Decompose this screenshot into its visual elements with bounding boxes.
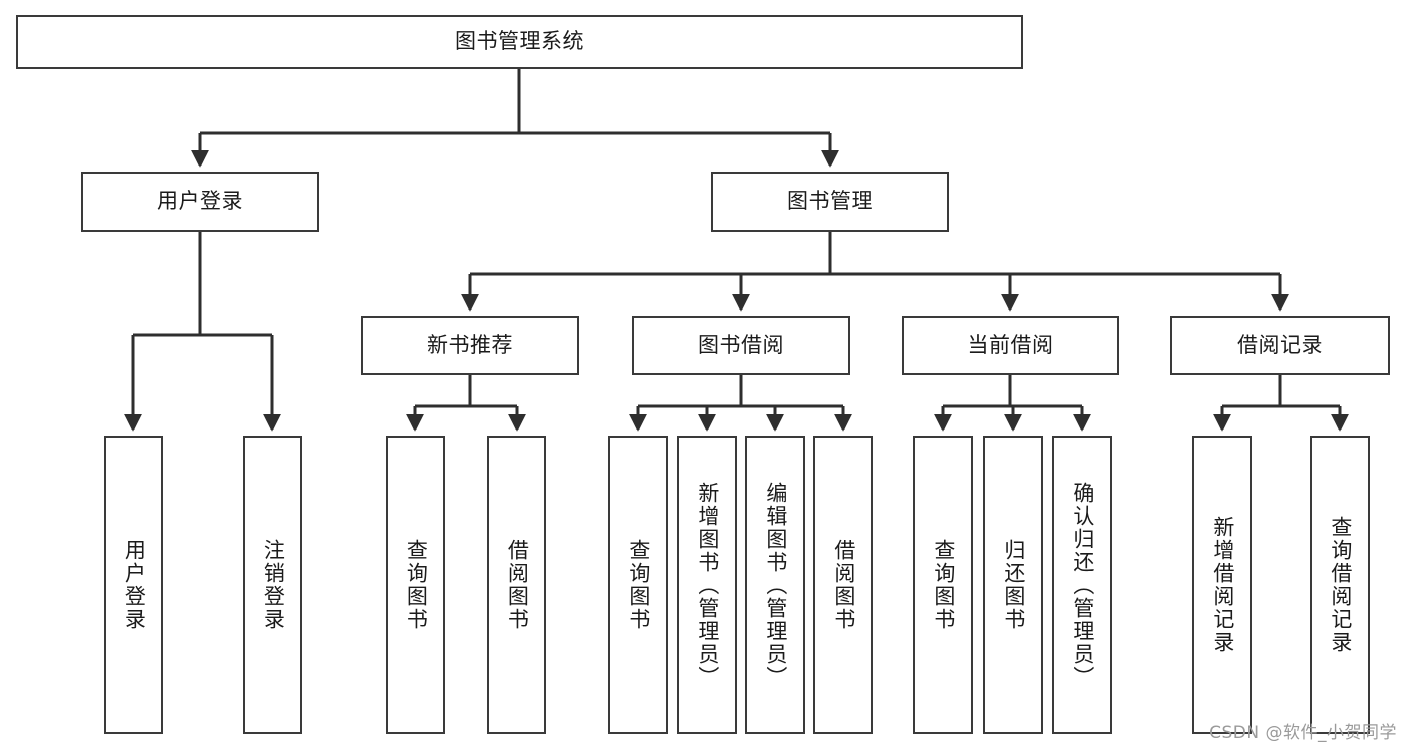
leaf-node-label: 查询图书 (626, 539, 651, 631)
node-user-login-label: 用户登录 (157, 189, 243, 214)
leaf-node[interactable]: 查询图书 (386, 436, 445, 734)
node-new-book-recommend-label: 新书推荐 (427, 332, 513, 357)
leaf-node-label: 查询借阅记录 (1328, 516, 1353, 654)
node-borrow-record-label: 借阅记录 (1237, 332, 1323, 357)
node-current-borrow[interactable]: 当前借阅 (902, 316, 1119, 375)
leaf-node[interactable]: 新增借阅记录 (1192, 436, 1252, 734)
leaf-node-label: 确认归还（管理员） (1070, 481, 1095, 689)
leaf-node-label: 查询图书 (931, 539, 956, 631)
leaf-node[interactable]: 注销登录 (243, 436, 302, 734)
node-user-login[interactable]: 用户登录 (81, 172, 319, 232)
leaf-node[interactable]: 查询借阅记录 (1310, 436, 1370, 734)
node-current-borrow-label: 当前借阅 (967, 332, 1054, 357)
node-book-management[interactable]: 图书管理 (711, 172, 949, 232)
leaf-node[interactable]: 借阅图书 (487, 436, 546, 734)
leaf-node-label: 编辑图书（管理员） (763, 481, 788, 689)
node-book-borrow[interactable]: 图书借阅 (632, 316, 850, 375)
node-root[interactable]: 图书管理系统 (16, 15, 1023, 69)
node-root-label: 图书管理系统 (455, 29, 584, 54)
leaf-node[interactable]: 借阅图书 (813, 436, 873, 734)
leaf-node-label: 注销登录 (261, 539, 286, 631)
node-book-borrow-label: 图书借阅 (698, 332, 784, 357)
leaf-node-label: 新增借阅记录 (1210, 516, 1235, 654)
leaf-node-label: 归还图书 (1001, 539, 1026, 631)
leaf-node-label: 用户登录 (122, 539, 147, 631)
leaf-node[interactable]: 新增图书（管理员） (677, 436, 737, 734)
leaf-node[interactable]: 查询图书 (913, 436, 973, 734)
leaf-node-label: 借阅图书 (831, 539, 856, 631)
leaf-node[interactable]: 用户登录 (104, 436, 163, 734)
leaf-node-label: 查询图书 (404, 539, 429, 631)
leaf-node-label: 借阅图书 (505, 539, 530, 631)
leaf-node-label: 新增图书（管理员） (695, 481, 720, 689)
node-book-management-label: 图书管理 (787, 189, 873, 214)
node-new-book-recommend[interactable]: 新书推荐 (361, 316, 579, 375)
leaf-node[interactable]: 编辑图书（管理员） (745, 436, 805, 734)
leaf-node[interactable]: 归还图书 (983, 436, 1043, 734)
leaf-node[interactable]: 确认归还（管理员） (1052, 436, 1112, 734)
node-borrow-record[interactable]: 借阅记录 (1170, 316, 1390, 375)
leaf-node[interactable]: 查询图书 (608, 436, 668, 734)
